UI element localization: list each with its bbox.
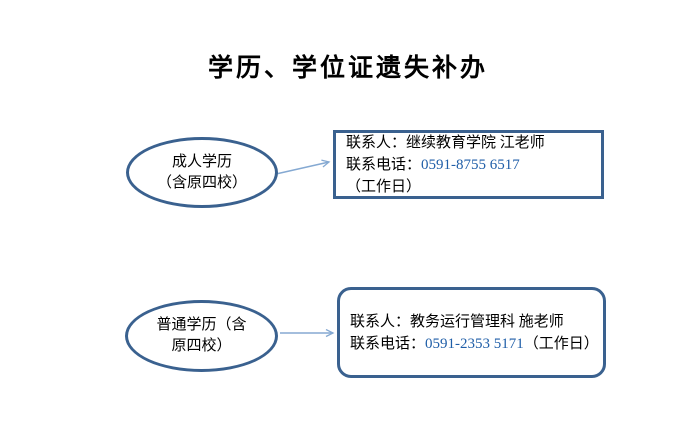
box-adult-contact: 联系人：继续教育学院 江老师 联系电话：0591-8755 6517 （工作日） xyxy=(333,130,604,199)
adult-phone-label: 联系电话： xyxy=(346,156,422,173)
regular-phone-suffix: （工作日） xyxy=(523,335,599,352)
box-regular-contact: 联系人：教务运行管理科 施老师 联系电话：0591-2353 5171（工作日） xyxy=(337,287,606,378)
regular-phone-number: 0591-2353 5171 xyxy=(425,335,524,352)
ellipse-adult-line2: （含原四校） xyxy=(156,174,247,191)
ellipse-regular-line2: 原四校） xyxy=(171,338,232,354)
regular-contact-phone-line: 联系电话：0591-2353 5171（工作日） xyxy=(350,333,599,355)
adult-phone-suffix: （工作日） xyxy=(346,178,422,195)
adult-contact-person-line: 联系人：继续教育学院 江老师 xyxy=(346,134,545,151)
arrow-adult-to-box xyxy=(275,162,329,175)
ellipse-adult-line1: 成人学历 xyxy=(171,153,232,170)
regular-contact-person-line: 联系人：教务运行管理科 施老师 xyxy=(350,313,564,330)
adult-contact-phone-line: 联系电话：0591-8755 6517 （工作日） xyxy=(346,154,597,198)
ellipse-adult-education: 成人学历 （含原四校） xyxy=(126,137,278,208)
ellipse-regular-education: 普通学历（含 原四校） xyxy=(125,300,278,372)
flowchart-title: 学历、学位证遗失补办 xyxy=(207,55,488,82)
ellipse-regular-line1: 普通学历（含 xyxy=(156,317,247,333)
regular-phone-label: 联系电话： xyxy=(350,335,426,352)
adult-phone-number: 0591-8755 6517 xyxy=(421,156,520,173)
